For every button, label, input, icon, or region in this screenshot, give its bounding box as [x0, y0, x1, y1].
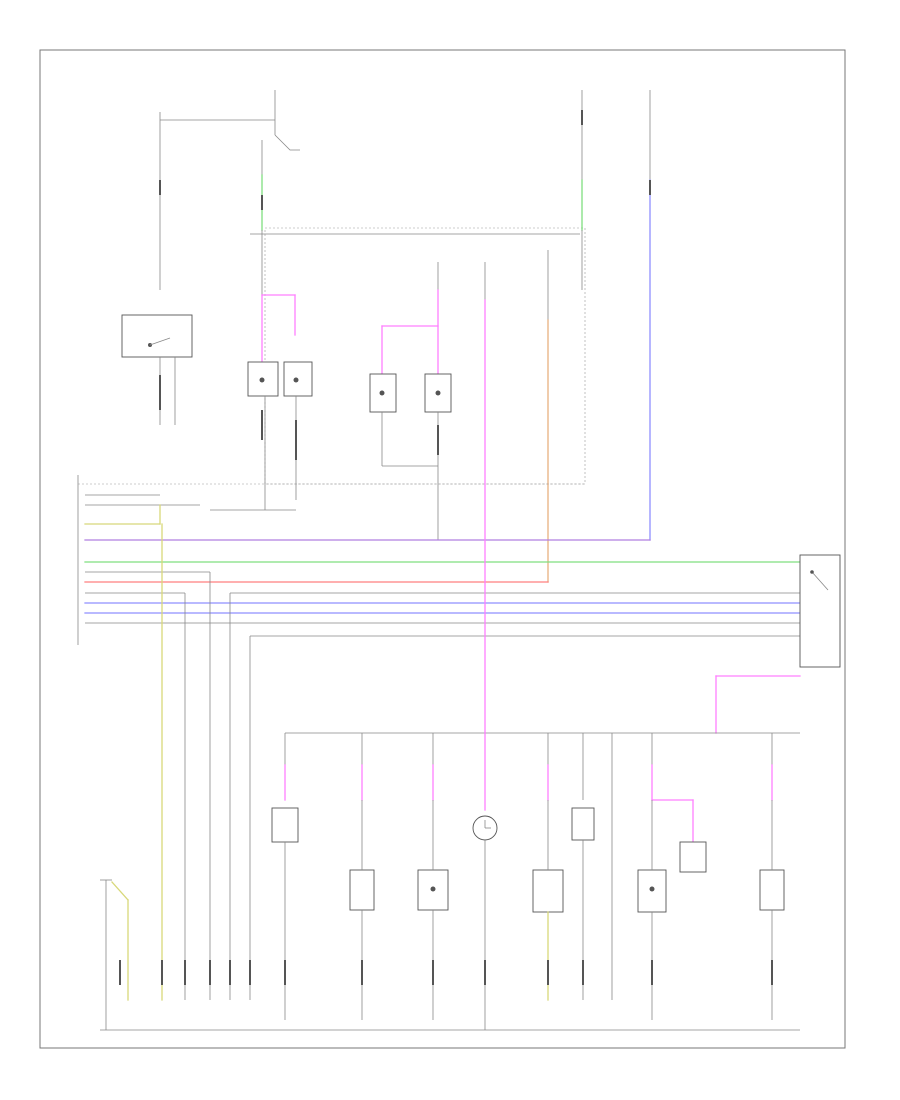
down-runs: [161, 299, 486, 1001]
stop-lamp-switch-right: [369, 262, 452, 540]
warning-indicator: [679, 841, 707, 873]
right-fused-feeds: [547, 179, 651, 583]
bcm-unit: [77, 475, 585, 645]
top-power-feeds: [159, 90, 651, 295]
lamp-switch-unit: [715, 554, 841, 734]
clock: [472, 815, 498, 841]
connector-ticks: [119, 110, 773, 985]
lower-components: [271, 800, 785, 1030]
stop-lamp-switch-left: [210, 294, 313, 511]
combination-switch: [121, 314, 193, 425]
main-harness: [84, 494, 801, 637]
lower-branches: [284, 732, 773, 1000]
module-boundary: [264, 227, 586, 485]
ground-left: [100, 879, 129, 1030]
diagram-frame: [39, 49, 846, 1049]
